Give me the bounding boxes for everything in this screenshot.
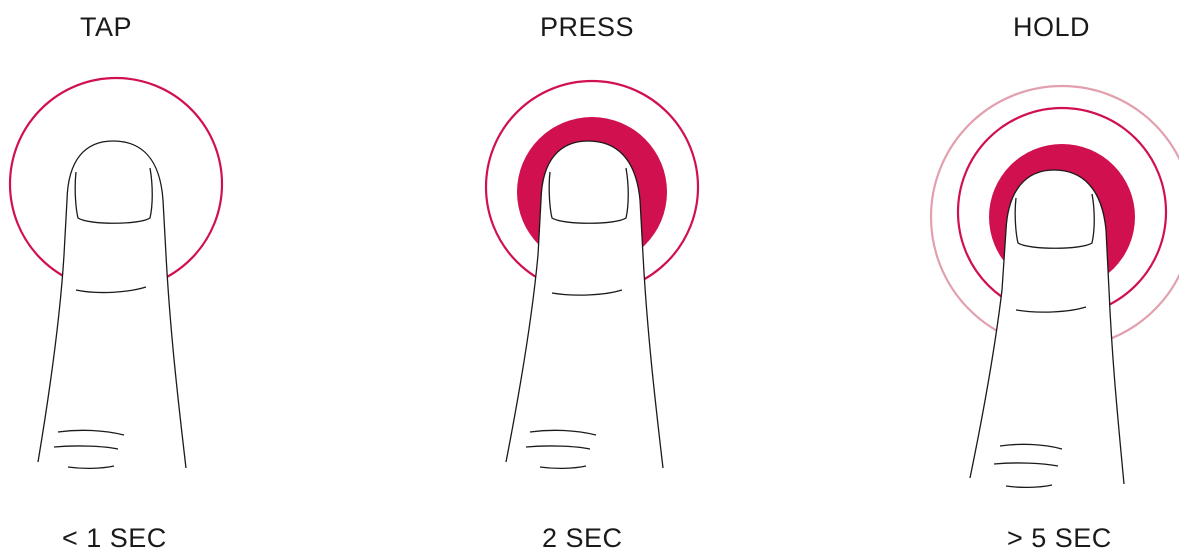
gesture-duration: 2 SEC [542, 523, 623, 554]
finger-press-icon [470, 0, 710, 556]
gesture-hold: HOLD > 5 SEC [920, 0, 1179, 556]
gesture-tap: TAP < 1 SEC [0, 0, 240, 556]
gesture-duration: > 5 SEC [1007, 523, 1112, 554]
finger-tap-icon [0, 0, 240, 556]
gesture-duration: < 1 SEC [62, 523, 167, 554]
finger-hold-icon [920, 0, 1179, 556]
gesture-press: PRESS 2 SEC [470, 0, 710, 556]
